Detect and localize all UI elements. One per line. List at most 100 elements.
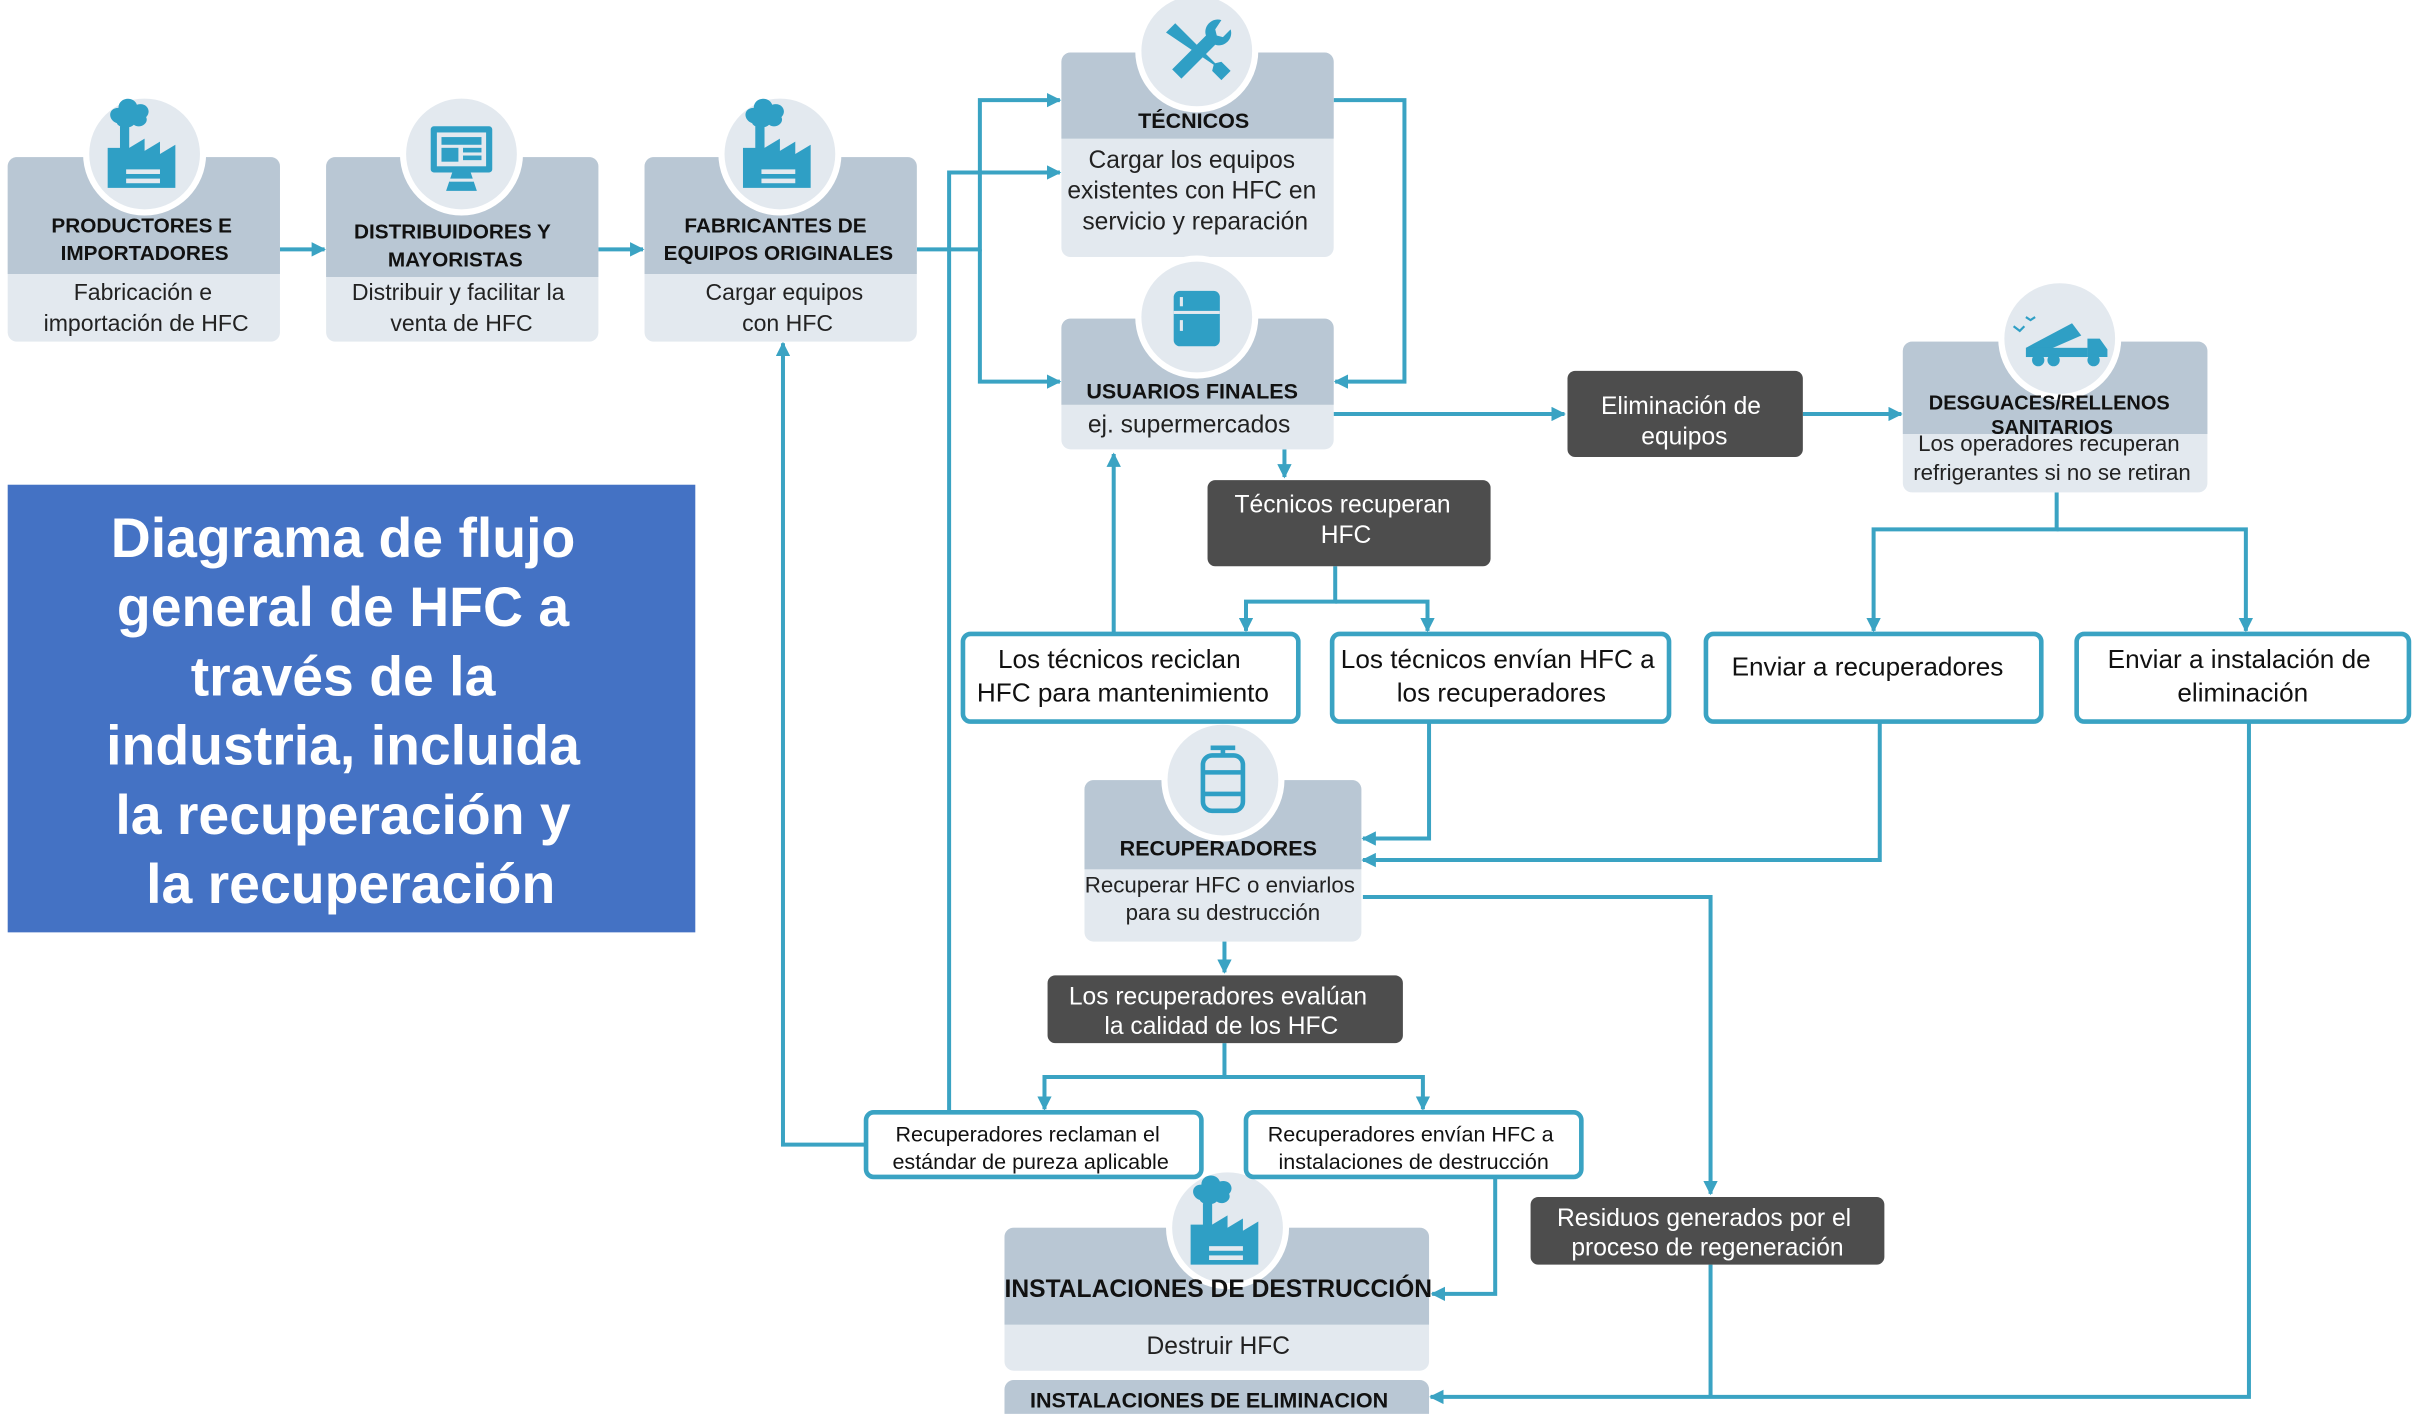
svg-text:FABRICANTES DE EQUIPOS O: FABRICANTES DE EQUIPOS ORIGINALES [664, 214, 894, 265]
box-text: estándar de pureza aplicable [892, 1150, 1168, 1174]
svg-text:INSTALACIONES DE DESTRUCCIÓN: INSTALACIONES DE DESTRUCCIÓN [1005, 1275, 1432, 1303]
node-title: PRODUCTORES E [51, 214, 232, 237]
node-title: TÉCNICOS [1138, 108, 1249, 133]
node-destruccion: INSTALACIONES DE DESTRUCCIÓN Destruir HF… [1004, 1166, 1432, 1371]
arrow-tecnicos-usuarios [1333, 98, 1407, 389]
node-desc: venta de HFC [390, 310, 532, 336]
tools-icon [1166, 19, 1232, 81]
node-desc: importación de HFC [44, 310, 249, 336]
box-text: instalaciones de destrucción [1279, 1150, 1549, 1174]
svg-text:Distribuir y facilitar la: Distribuir y facilitar la venta de HFC [352, 279, 571, 336]
node-fabricantes: FABRICANTES DE EQUIPOS ORIGINALES Cargar… [644, 92, 917, 342]
svg-text:INSTALACIONES DE ELIMINACION: INSTALACIONES DE ELIMINACION [1030, 1389, 1388, 1413]
node-desc: servicio y reparación [1082, 208, 1308, 235]
node-recuperadores: RECUPERADORES Recuperar HFC o enviarlos … [1084, 718, 1362, 942]
svg-text:Los técnicos reciclan HF: Los técnicos reciclan HFC para mantenimi… [977, 644, 1269, 708]
node-productores: PRODUCTORES E IMPORTADORES Fabricación e… [7, 92, 280, 342]
outline-box-enviar-eliminacion: Enviar a instalación de eliminación [2074, 631, 2412, 724]
box-text: eliminación [2177, 678, 2308, 708]
factory-icon [107, 98, 176, 188]
outline-box-envian: Los técnicos envían HFC a los recuperado… [1329, 631, 1672, 724]
title-line: industria, incluida [106, 715, 581, 777]
node-desc: Distribuir y facilitar la [352, 279, 565, 305]
svg-text:Los técnicos envían HFC a: Los técnicos envían HFC a los recuperado… [1341, 644, 1662, 708]
box-text: Técnicos recuperan [1234, 491, 1450, 518]
node-desc: Cargar los equipos [1089, 147, 1296, 174]
outline-box-enviar-recuperadores: Enviar a recuperadores [1703, 631, 2044, 724]
svg-text:DESGUACES/RELLENOS SANIT: DESGUACES/RELLENOS SANITARIOS [1929, 392, 2176, 439]
node-desc: Destruir HFC [1147, 1333, 1291, 1360]
svg-text:Destruir HFC: Destruir HFC [1147, 1333, 1291, 1360]
factory-icon [742, 98, 811, 188]
node-distribuidores: DISTRIBUIDORES Y MAYORISTAS Distribuir y… [326, 92, 599, 342]
monitor-icon [430, 126, 493, 191]
node-usuarios: USUARIOS FINALES ej. supermercados [1061, 255, 1334, 450]
dark-box-eliminacion-equipos: Eliminación de equipos [1567, 370, 1803, 458]
node-title: INSTALACIONES DE DESTRUCCIÓN [1005, 1275, 1432, 1303]
factory-icon [1190, 1175, 1259, 1265]
box-text: Los técnicos envían HFC a [1341, 644, 1655, 674]
arrow-enviar-recuperadores [1361, 721, 1882, 868]
box-text: Residuos generados por el [1557, 1205, 1851, 1232]
box-text: proceso de regeneración [1571, 1234, 1843, 1261]
svg-text:Diagrama de flujo genera: Diagrama de flujo general de HFC a travé… [106, 507, 595, 915]
svg-text:Eliminación de equipos: Eliminación de equipos [1601, 393, 1768, 451]
svg-text:Residuos generados por el: Residuos generados por el proceso de reg… [1557, 1205, 1858, 1261]
arrow-destruccion [1430, 1176, 1498, 1302]
box-text: equipos [1641, 424, 1727, 451]
node-desc: para su destrucción [1126, 900, 1321, 925]
title-line: Diagrama de flujo [111, 507, 576, 569]
title-line: través de la [191, 645, 497, 707]
node-title: USUARIOS FINALES [1086, 380, 1298, 404]
node-title: DESGUACES/RELLENOS [1929, 392, 2170, 414]
svg-text:TÉCNICOS: TÉCNICOS [1138, 108, 1249, 133]
svg-text:Los recuperadores evalúan: Los recuperadores evalúan la calidad de … [1069, 984, 1374, 1040]
svg-text:Cargar los equipos exist: Cargar los equipos existentes con HFC en… [1067, 147, 1323, 236]
svg-text:Técnicos recuperan HFC: Técnicos recuperan HFC [1234, 491, 1457, 549]
svg-text:DISTRIBUIDORES Y MAYORIS: DISTRIBUIDORES Y MAYORISTAS [354, 221, 557, 272]
title-line: la recuperación [146, 853, 555, 915]
node-title: IMPORTADORES [61, 242, 229, 265]
outline-box-reclaman: Recuperadores reclaman el estándar de pu… [863, 1110, 1204, 1180]
svg-text:Enviar a instalación de: Enviar a instalación de eliminación [2108, 644, 2378, 708]
box-text: Enviar a recuperadores [1732, 651, 2004, 681]
box-text: Los recuperadores evalúan [1069, 984, 1367, 1011]
svg-text:Recuperadores envían HFC a: Recuperadores envían HFC a instalaciones… [1268, 1123, 1560, 1175]
arrow-fabricantes-tecnicos [916, 92, 1062, 252]
arrow-reclaim-tecnicos [947, 165, 1062, 1113]
arrow-to-eliminacion [1429, 721, 2251, 1405]
svg-text:USUARIOS FINALES: USUARIOS FINALES [1086, 380, 1298, 404]
arrow-fabricantes-usuarios [977, 249, 1062, 389]
svg-text:PRODUCTORES E IMPORTADOR: PRODUCTORES E IMPORTADORES [51, 214, 237, 265]
node-title: FABRICANTES DE [684, 214, 866, 237]
dark-box-evaluan: Los recuperadores evalúan la calidad de … [1047, 975, 1403, 1044]
node-title: INSTALACIONES DE ELIMINACION [1030, 1389, 1388, 1413]
connectors [279, 92, 2254, 1405]
refrigerator-icon [1173, 290, 1220, 347]
outline-box-envian-destruccion: Recuperadores envían HFC a instalaciones… [1243, 1110, 1584, 1180]
box-text: Recuperadores reclaman el [895, 1123, 1159, 1147]
node-title: RECUPERADORES [1120, 836, 1317, 860]
node-desc: Cargar equipos [706, 279, 864, 305]
svg-text:Recuperar HFC o enviarlos: Recuperar HFC o enviarlos para su destru… [1085, 872, 1361, 925]
svg-text:Cargar equipos con HFC: Cargar equipos con HFC [706, 279, 870, 336]
node-desc: existentes con HFC en [1067, 178, 1316, 205]
node-title: EQUIPOS ORIGINALES [664, 242, 894, 265]
box-text: HFC [1321, 522, 1372, 549]
title-line: general de HFC a [117, 576, 570, 638]
title-line: la recuperación y [115, 784, 571, 846]
svg-text:ej. supermercados: ej. supermercados [1088, 411, 1290, 438]
box-text: HFC para mantenimiento [977, 678, 1269, 708]
node-title: DISTRIBUIDORES Y [354, 221, 551, 244]
node-title: MAYORISTAS [388, 248, 523, 271]
dump-truck-icon [2012, 316, 2108, 367]
svg-text:Los operadores recuperan: Los operadores recuperan refrigerantes s… [1913, 431, 2191, 485]
box-text: Los técnicos reciclan [998, 644, 1241, 674]
svg-text:Fabricación e importació: Fabricación e importación de HFC [44, 279, 249, 336]
node-desc: refrigerantes si no se retiran [1913, 460, 2191, 485]
cylinder-icon [1200, 745, 1246, 814]
node-desc: con HFC [742, 310, 833, 336]
node-desc: Los operadores recuperan [1918, 431, 2180, 456]
svg-text:Enviar a recuperadores: Enviar a recuperadores [1732, 651, 2004, 681]
